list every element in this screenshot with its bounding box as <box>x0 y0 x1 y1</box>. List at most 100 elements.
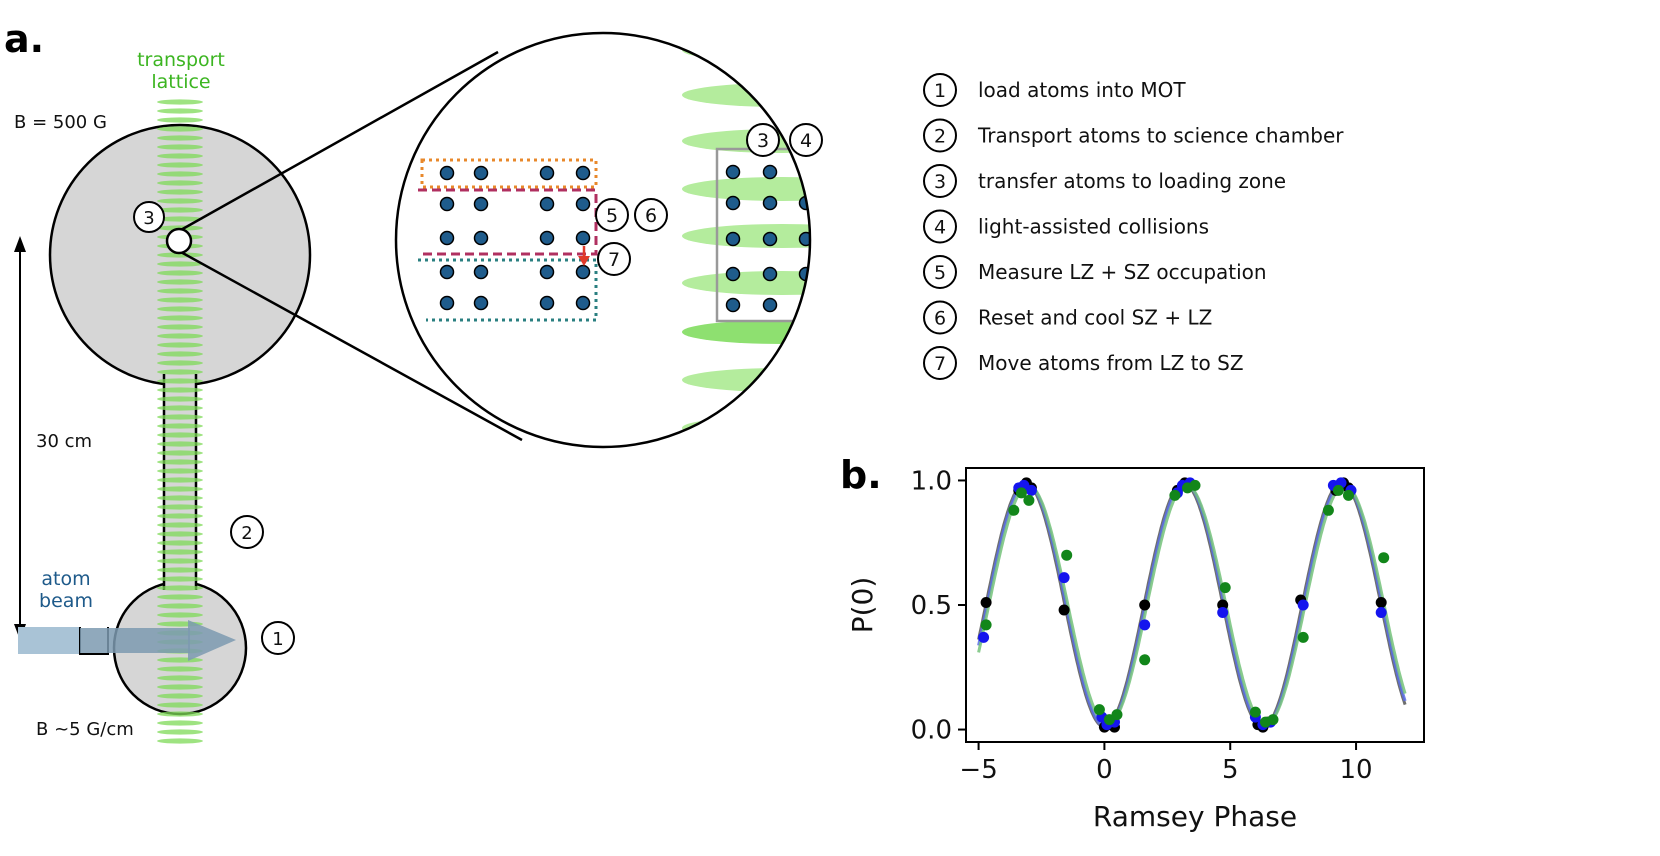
lattice-stripe <box>157 198 203 204</box>
data-point <box>1332 484 1344 496</box>
step-text: Move atoms from LZ to SZ <box>978 351 1244 375</box>
step-number: 6 <box>934 308 946 330</box>
step-text: light-assisted collisions <box>978 215 1209 239</box>
atom <box>575 230 591 246</box>
marker-7-zoom: 7 <box>597 242 631 276</box>
data-point <box>1169 489 1181 501</box>
lattice-stripe <box>157 531 203 537</box>
marker-2-apparatus: 2 <box>230 515 264 549</box>
data-points <box>978 477 1390 733</box>
atom <box>473 295 489 311</box>
atom <box>575 295 591 311</box>
lattice-stripe <box>157 117 203 123</box>
data-point <box>1322 504 1334 516</box>
step-number-badge <box>923 118 957 153</box>
lattice-stripe <box>157 333 203 339</box>
lattice-beam <box>682 83 810 107</box>
atom <box>539 196 555 212</box>
x-tick-label: 5 <box>1222 755 1239 785</box>
atom <box>539 230 555 246</box>
atom <box>725 195 741 211</box>
distance-arrow <box>14 236 26 640</box>
lattice-stripe <box>157 279 203 285</box>
atom <box>836 233 849 246</box>
lattice-stripe <box>157 450 203 456</box>
atom <box>762 231 778 247</box>
lattice-stripe <box>157 216 203 222</box>
lattice-stripe <box>157 567 203 573</box>
lattice-stripe <box>157 261 203 267</box>
lattice-stripe <box>157 657 203 663</box>
atom <box>725 266 741 282</box>
svg-text:7: 7 <box>608 249 620 271</box>
data-point <box>1111 709 1123 721</box>
lattice-beam <box>682 368 810 392</box>
step-number: 1 <box>934 80 946 102</box>
data-point <box>1297 599 1309 611</box>
step-number: 2 <box>934 126 946 148</box>
beam-arrowhead <box>188 620 236 661</box>
lattice-stripe <box>157 513 203 519</box>
data-point <box>1217 607 1229 618</box>
x-tick-label: 10 <box>1340 755 1373 785</box>
step-text: Transport atoms to science chamber <box>977 124 1344 148</box>
lattice-stripe <box>157 405 203 411</box>
lattice-stripe <box>157 477 203 483</box>
lattice-beam <box>682 416 810 440</box>
step-number-badge <box>923 300 957 335</box>
lattice-stripe <box>157 441 203 447</box>
lattice-stripe <box>157 594 203 600</box>
atom-beam <box>18 620 236 661</box>
lattice-stripe <box>157 306 203 312</box>
lattice-stripe <box>157 126 203 132</box>
teal-zone-box <box>418 258 598 322</box>
atom <box>539 165 555 181</box>
atom <box>725 231 741 247</box>
lattice-stripe <box>157 378 203 384</box>
data-point <box>1375 597 1387 608</box>
data-point <box>1378 552 1390 564</box>
lattice-stripe <box>157 396 203 402</box>
zoom-inset <box>394 31 849 449</box>
data-point <box>1267 714 1279 726</box>
data-point <box>1297 631 1309 643</box>
step-number: 7 <box>934 353 946 375</box>
y-tick-label: 1.0 <box>911 466 952 496</box>
lattice-stripe <box>157 729 203 735</box>
lattice-stripe <box>157 342 203 348</box>
svg-text:6: 6 <box>645 205 657 227</box>
lattice-stripe <box>157 153 203 159</box>
y-axis-label: P(0) <box>846 577 879 634</box>
lattice-beam <box>682 320 810 344</box>
step-number-badge <box>923 255 957 289</box>
atom <box>439 295 455 311</box>
atom <box>836 299 849 312</box>
atom <box>762 195 778 211</box>
marker-3-apparatus: 3 <box>133 201 165 233</box>
distance-label: 30 cm <box>36 431 92 452</box>
data-point <box>1249 706 1261 718</box>
svg-text:3: 3 <box>757 130 769 152</box>
data-point <box>1219 582 1231 594</box>
lattice-stripe <box>157 99 203 105</box>
lattice-stripe <box>157 252 203 258</box>
atom <box>439 165 455 181</box>
lattice-stripe <box>157 189 203 195</box>
lattice-beam <box>682 224 810 248</box>
step-number: 3 <box>934 171 946 193</box>
lattice-stripe <box>157 540 203 546</box>
lattice-stripe <box>157 585 203 591</box>
legend-item-6: 6 Reset and cool SZ + LZ <box>923 300 1212 335</box>
lattice-stripe <box>157 351 203 357</box>
atom <box>575 196 591 212</box>
lattice-stripe <box>157 144 203 150</box>
step-text: Reset and cool SZ + LZ <box>978 306 1212 330</box>
lattice-stripe <box>157 414 203 420</box>
lattice-beam <box>682 177 810 201</box>
transport-label-2: lattice <box>151 71 210 93</box>
lattice-stripe <box>157 702 203 708</box>
